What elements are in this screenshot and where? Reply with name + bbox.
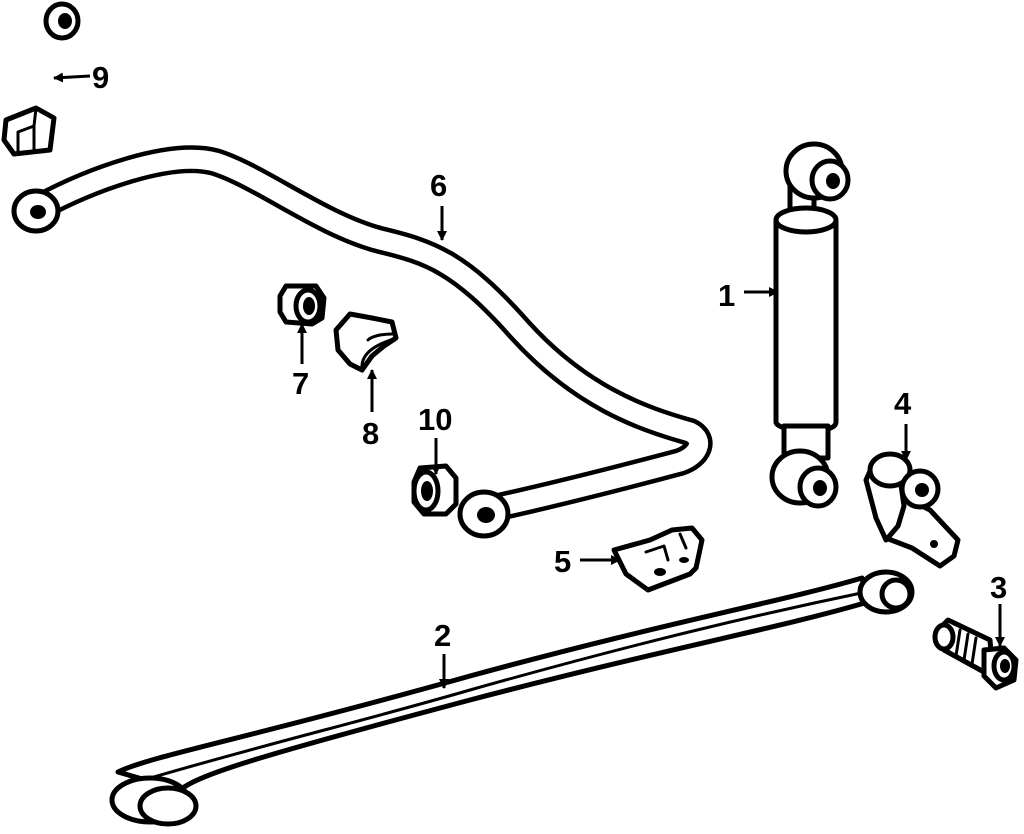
callout-5: 5 <box>554 544 571 579</box>
leader-arrow-9 <box>53 72 91 83</box>
callout-7: 7 <box>292 366 309 401</box>
callout-3: 3 <box>990 570 1007 605</box>
callout-1: 1 <box>718 278 735 313</box>
stabilizer-bar-part[interactable] <box>11 145 713 539</box>
callout-6: 6 <box>430 168 447 203</box>
leader-arrows <box>53 72 1005 689</box>
stabilizer-link-part[interactable] <box>1 1 81 157</box>
bracket-clamp-part-8[interactable] <box>333 311 399 373</box>
callout-10: 10 <box>418 402 452 437</box>
shackle-part[interactable] <box>863 451 961 569</box>
leaf-spring-part[interactable] <box>109 569 915 827</box>
bushing-part-7[interactable] <box>277 283 327 327</box>
callout-8: 8 <box>362 416 379 451</box>
callout-2: 2 <box>434 618 451 653</box>
callout-labels: 9 6 7 8 10 1 4 5 3 2 <box>92 60 1007 653</box>
bolt-part[interactable] <box>932 617 1019 691</box>
spring-plate-part[interactable] <box>611 525 705 593</box>
callout-4: 4 <box>894 386 912 421</box>
callout-9: 9 <box>92 60 109 95</box>
shock-absorber-part[interactable] <box>769 141 851 509</box>
bushing-part-10[interactable] <box>411 463 459 517</box>
